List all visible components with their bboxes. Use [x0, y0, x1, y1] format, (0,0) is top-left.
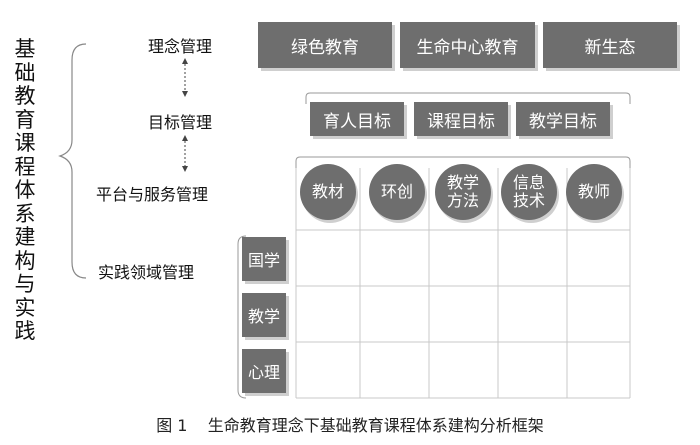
level-goal-label: 目标管理: [148, 113, 213, 132]
goal-box-education: 育人目标: [310, 102, 404, 136]
goal-box-teaching: 教学目标: [516, 102, 610, 136]
practice-bracket: [237, 235, 247, 399]
practice-row-teaching: 教学: [242, 293, 286, 337]
level-practice-label: 实践领域管理: [98, 263, 195, 282]
platform-item-info-tech: 信息技术: [501, 164, 557, 220]
practice-grid: [295, 168, 631, 399]
concept-box-new-ecology: 新生态: [543, 22, 677, 68]
level-concept-label: 理念管理: [148, 37, 213, 56]
figure-caption: 图 1 生命教育理念下基础教育课程体系建构分析框架: [156, 416, 544, 435]
platform-bracket: [295, 156, 631, 168]
platform-item-teaching-method: 教学方法: [435, 164, 491, 220]
framework-title: 基础教育课程体系建构与实践: [14, 37, 36, 343]
practice-row-psychology: 心理: [242, 349, 286, 393]
left-brace: [58, 43, 87, 279]
goal-bracket: [305, 92, 631, 104]
goal-box-curriculum: 课程目标: [414, 102, 508, 136]
platform-item-environment: 环创: [369, 164, 425, 220]
practice-row-guoxue: 国学: [242, 237, 286, 281]
concept-box-life-centered-education: 生命中心教育: [400, 22, 535, 68]
platform-item-teacher: 教师: [566, 164, 622, 220]
level-platform-label: 平台与服务管理: [96, 185, 209, 204]
platform-item-textbook: 教材: [300, 164, 356, 220]
concept-box-green-education: 绿色教育: [258, 22, 392, 68]
